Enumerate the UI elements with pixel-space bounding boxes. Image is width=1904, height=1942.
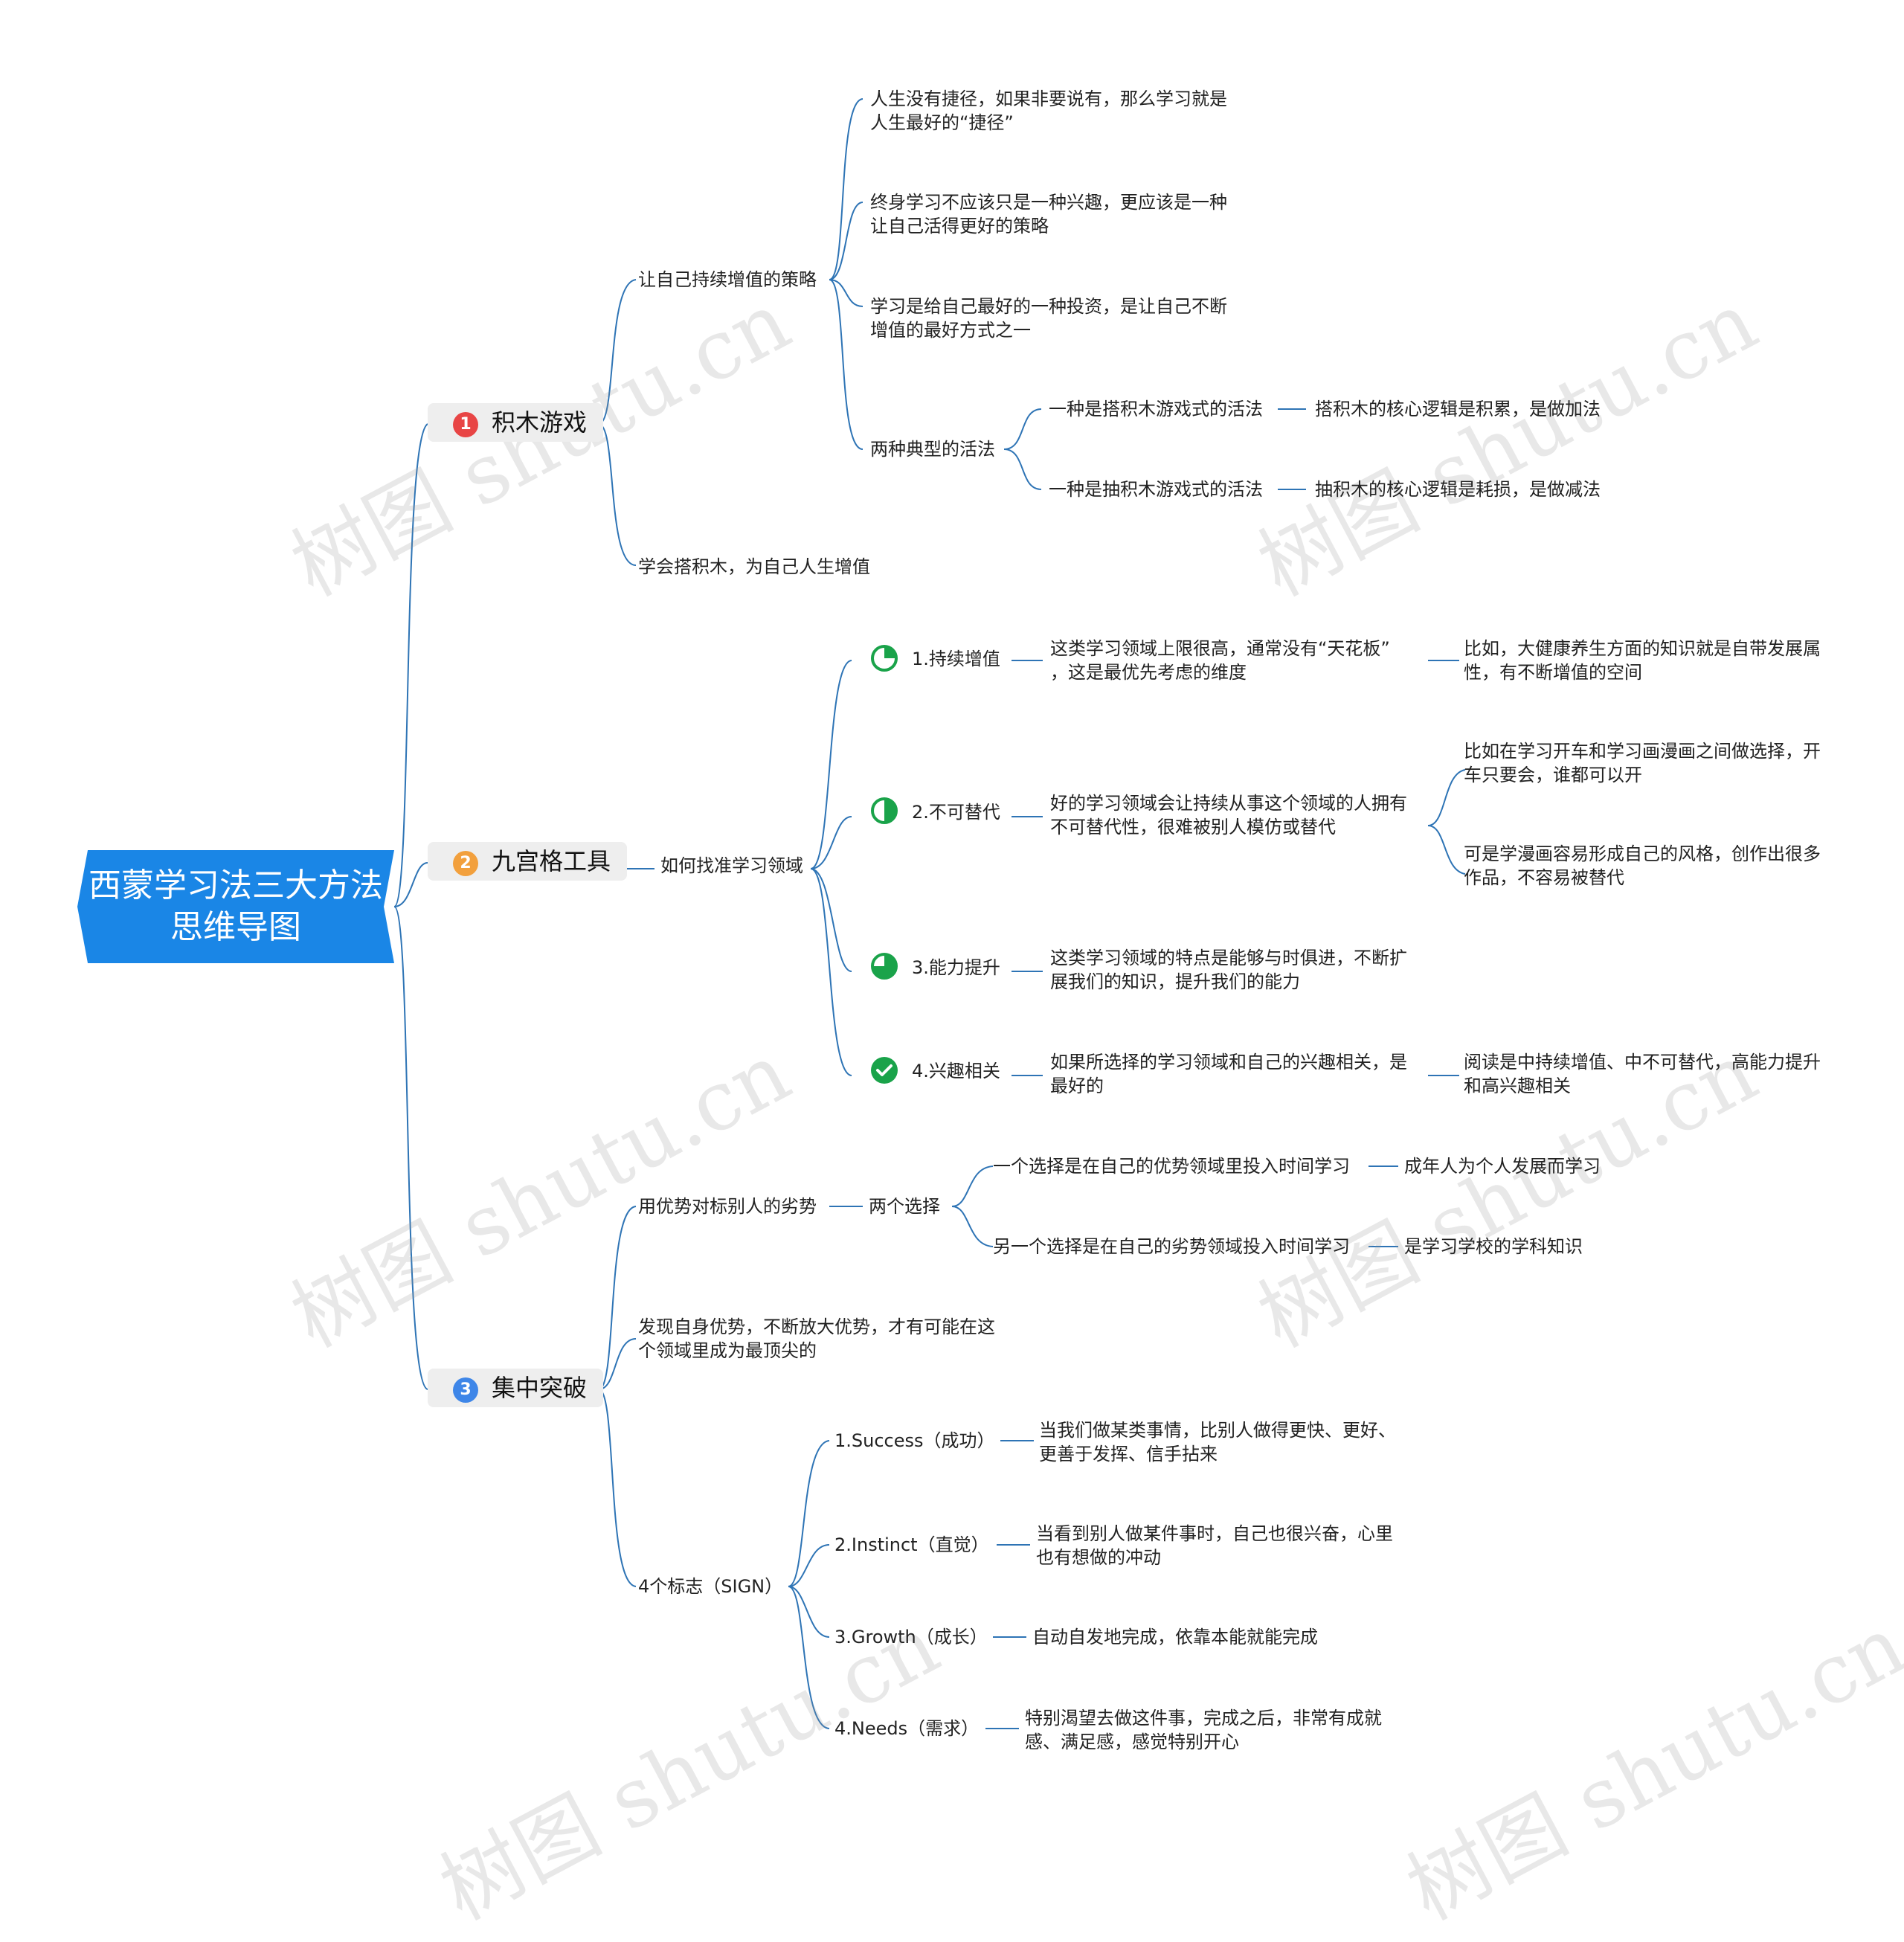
root-title-line: 西蒙学习法三大方法 [89,866,383,904]
connector-lines [393,98,1466,1729]
topic-line: 感、满足感，感觉特别开心 [1025,1732,1239,1752]
progress-complete-check-icon [871,1057,898,1084]
progress-half-icon [871,797,898,824]
topic-line: 作品，不容易被替代 [1464,867,1624,888]
topic-node[interactable]: 1.Success（成功） [834,1430,995,1451]
topic-node[interactable]: 4个标志（SIGN） [638,1576,783,1597]
root-title-line: 思维导图 [170,908,301,946]
branch-label: 九宫格工具 [492,847,611,875]
topic-node[interactable]: 3.能力提升 [912,957,1000,978]
number-3-badge-icon: 3 [453,1377,478,1403]
topic-node[interactable]: 3.Growth（成长） [834,1627,988,1647]
topic-line: 个领域里成为最顶尖的 [638,1340,817,1361]
topic-line: 学习是给自己最好的一种投资，是让自己不断 [870,296,1227,317]
topic-line: 人生最好的“捷径” [870,112,1014,133]
progress-fill [884,646,896,658]
progress-three-quarter-icon [871,953,898,980]
topic-node[interactable]: 可是学漫画容易形成自己的风格，创作出很多 作品，不容易被替代 [1464,842,1821,890]
topic-node[interactable]: 两种典型的活法 [870,439,995,460]
topic-node[interactable]: 学会搭积木，为自己人生增值 [638,556,870,577]
topic-line: 可是学漫画容易形成自己的风格，创作出很多 [1464,843,1821,864]
topic-line: ，这是最优先考虑的维度 [1050,662,1247,683]
topic-node[interactable]: 一个选择是在自己的优势领域里投入时间学习 [993,1156,1350,1177]
topic-node[interactable]: 2.不可替代 [912,802,1000,823]
topic-line: 当我们做某类事情，比别人做得更快、更好、 [1039,1420,1396,1441]
topic-line: 比如，大健康养生方面的知识就是自带发展属 [1464,638,1821,659]
topic-node[interactable]: 一种是搭积木游戏式的活法 [1049,399,1263,419]
topic-line: 车只要会，谁都可以开 [1464,765,1642,785]
branch-topic-focused-breakthrough[interactable]: 3 集中突破 [428,1369,604,1407]
topic-node[interactable]: 抽积木的核心逻辑是耗损，是做减法 [1315,479,1601,500]
topic-node[interactable]: 发现自身优势，不断放大优势，才有可能在这 个领域里成为最顶尖的 [638,1315,995,1363]
branch-label: 集中突破 [492,1374,588,1402]
topic-node[interactable]: 自动自发地完成，依靠本能就能完成 [1032,1627,1318,1647]
topic-line: 比如在学习开车和学习画漫画之间做选择，开 [1464,741,1821,762]
topic-node[interactable]: 这类学习领域的特点是能够与时俱进，不断扩 展我们的知识，提升我们的能力 [1050,946,1407,994]
topic-node[interactable]: 让自己持续增值的策略 [638,269,817,290]
topic-line: 当看到别人做某件事时，自己也很兴奋，心里 [1036,1523,1393,1544]
topic-line: 阅读是中持续增值、中不可替代，高能力提升 [1464,1052,1821,1073]
topic-line: 这类学习领域上限很高，通常没有“天花板” [1050,638,1390,659]
topic-node[interactable]: 两个选择 [869,1196,940,1217]
topic-node[interactable]: 这类学习领域上限很高，通常没有“天花板” ，这是最优先考虑的维度 [1050,637,1390,684]
progress-fill [872,954,896,978]
topic-node[interactable]: 当我们做某类事情，比别人做得更快、更好、 更善于发挥、信手拈来 [1039,1418,1396,1466]
topic-line: 性，有不断增值的空间 [1464,662,1642,683]
topic-node[interactable]: 阅读是中持续增值、中不可替代，高能力提升 和高兴趣相关 [1464,1050,1821,1098]
number-1-badge-icon: 1 [453,412,478,437]
topic-line: 不可替代性，很难被别人模仿或替代 [1050,817,1336,837]
topic-line: 好的学习领域会让持续从事这个领域的人拥有 [1050,793,1407,814]
topic-node[interactable]: 搭积木的核心逻辑是积累，是做加法 [1315,399,1601,419]
topic-line: 人生没有捷径，如果非要说有，那么学习就是 [870,89,1227,109]
topic-node[interactable]: 一种是抽积木游戏式的活法 [1049,479,1263,500]
root-topic[interactable]: 西蒙学习法三大方法 思维导图 [77,850,394,963]
branch-label: 积木游戏 [492,408,588,437]
topic-node[interactable]: 比如在学习开车和学习画漫画之间做选择，开 车只要会，谁都可以开 [1464,739,1821,787]
topic-node[interactable]: 4.兴趣相关 [912,1061,1000,1081]
topic-node[interactable]: 学习是给自己最好的一种投资，是让自己不断 增值的最好方式之一 [870,295,1227,342]
topic-line: 如果所选择的学习领域和自己的兴趣相关，是 [1050,1052,1407,1073]
topic-node[interactable]: 4.Needs（需求） [834,1718,980,1739]
topic-node[interactable]: 好的学习领域会让持续从事这个领域的人拥有 不可替代性，很难被别人模仿或替代 [1050,791,1407,839]
topic-node[interactable]: 终身学习不应该只是一种兴趣，更应该是一种 让自己活得更好的策略 [870,190,1227,238]
topic-node[interactable]: 1.持续增值 [912,649,1000,669]
topic-node[interactable]: 如何找准学习领域 [660,855,803,876]
topic-node[interactable]: 如果所选择的学习领域和自己的兴趣相关，是 最好的 [1050,1050,1407,1098]
number-2-badge-icon: 2 [453,851,478,876]
topic-line: 展我们的知识，提升我们的能力 [1050,971,1300,992]
topic-line: 让自己活得更好的策略 [870,216,1049,237]
branch-topic-blocks-game[interactable]: 1 积木游戏 [428,403,604,442]
branch-topic-nine-grid-tool[interactable]: 2 九宫格工具 [428,842,628,881]
topic-line: 终身学习不应该只是一种兴趣，更应该是一种 [870,192,1227,213]
topic-node[interactable]: 当看到别人做某件事时，自己也很兴奋，心里 也有想做的冲动 [1036,1522,1393,1569]
progress-quarter-icon [871,645,898,672]
topic-node[interactable]: 用优势对标别人的劣势 [638,1196,817,1217]
progress-fill [884,799,896,823]
topic-node[interactable]: 是学习学校的学科知识 [1404,1236,1583,1257]
topic-node[interactable]: 另一个选择是在自己的劣势领域投入时间学习 [993,1236,1350,1257]
topic-line: 发现自身优势，不断放大优势，才有可能在这 [638,1316,995,1337]
topic-line: 更善于发挥、信手拈来 [1039,1444,1218,1464]
topic-line: 这类学习领域的特点是能够与时俱进，不断扩 [1050,948,1407,968]
topic-line: 最好的 [1050,1076,1104,1096]
topic-node[interactable]: 成年人为个人发展而学习 [1404,1156,1601,1177]
topic-line: 特别渴望去做这件事，完成之后，非常有成就 [1025,1708,1382,1729]
topic-line: 增值的最好方式之一 [870,320,1031,341]
topic-node[interactable]: 特别渴望去做这件事，完成之后，非常有成就 感、满足感，感觉特别开心 [1025,1706,1382,1754]
topic-line: 和高兴趣相关 [1464,1076,1571,1096]
topic-node[interactable]: 比如，大健康养生方面的知识就是自带发展属 性，有不断增值的空间 [1464,637,1821,684]
topic-node[interactable]: 2.Instinct（直觉） [834,1534,989,1555]
topic-line: 也有想做的冲动 [1036,1547,1161,1568]
topic-node[interactable]: 人生没有捷径，如果非要说有，那么学习就是 人生最好的“捷径” [870,87,1227,135]
